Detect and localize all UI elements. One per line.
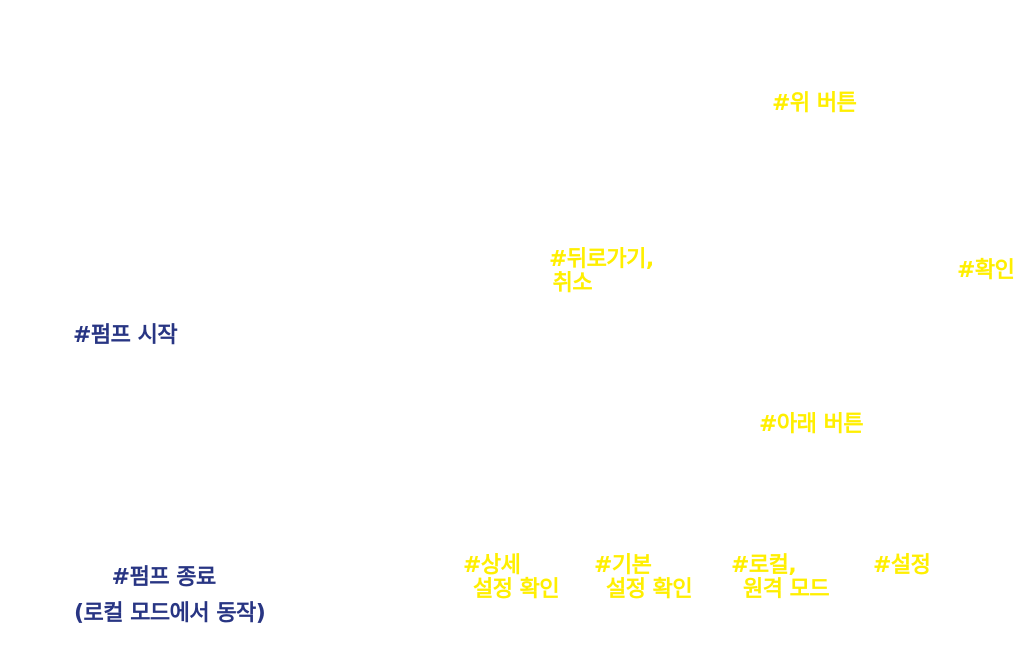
confirm-label: #확인 <box>957 258 1015 283</box>
basic-settings-label: #기본 설정 확인 <box>594 553 693 602</box>
local-remote-label: #로컬, 원격 모드 <box>731 553 830 602</box>
down-button-label: #아래 버튼 <box>759 412 864 437</box>
up-button-label: #위 버튼 <box>772 91 857 116</box>
pump-start-label: #펌프 시작 <box>73 323 178 348</box>
settings-label: #설정 <box>873 553 931 578</box>
detail-settings-label: #상세 설정 확인 <box>463 553 560 602</box>
back-cancel-label: #뒤로가기, 취소 <box>549 247 654 296</box>
pump-stop-label: #펌프 종료 (로컬 모드에서 동작) <box>74 565 266 626</box>
